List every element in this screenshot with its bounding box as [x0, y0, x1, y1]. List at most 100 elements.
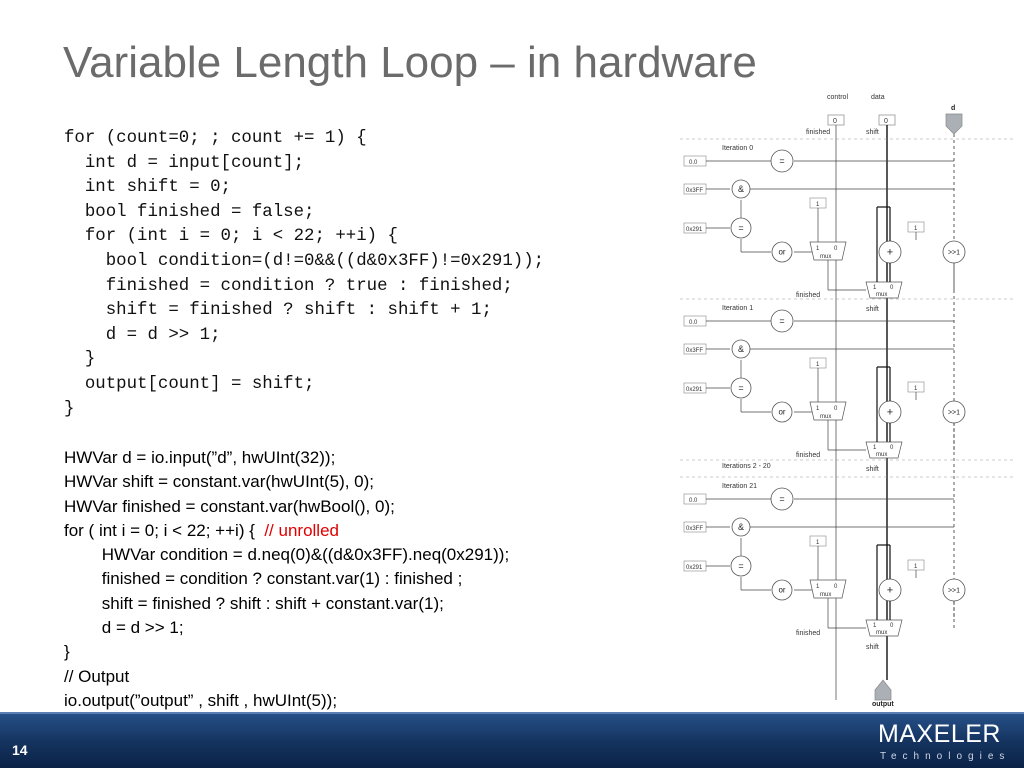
- code-line: bool finished = false;: [64, 202, 315, 222]
- control-mux: [809, 579, 847, 599]
- eq-operator-1-symbol: =: [779, 156, 784, 166]
- mux-label: mux: [876, 452, 887, 458]
- init-shift-value: 0: [884, 118, 888, 125]
- hw-code-line: HWVar condition = d.neq(0)&((d&0x3FF).ne…: [64, 545, 510, 565]
- eq-operator-2: [730, 217, 752, 239]
- and-operator: [731, 517, 751, 537]
- col-data-label: data: [871, 94, 885, 101]
- init-finished-value: 0: [833, 118, 837, 125]
- mux-zero-label: 0: [834, 406, 838, 412]
- control-mux: [809, 401, 847, 421]
- mux-zero-label: 0: [834, 584, 838, 590]
- const-zero-value: 0.0: [689, 498, 698, 504]
- mux-zero-label: 0: [834, 246, 838, 252]
- and-operator-symbol: &: [738, 344, 744, 354]
- hw-code-line: finished = condition ? constant.var(1) :…: [64, 569, 463, 589]
- mux-label: mux: [820, 254, 831, 260]
- and-operator-symbol: &: [738, 184, 744, 194]
- code-line: }: [64, 350, 96, 370]
- col-control-label: control: [827, 94, 848, 101]
- and-operator: [731, 339, 751, 359]
- const-one-value: 1: [914, 386, 918, 392]
- eq-operator-2-symbol: =: [738, 223, 743, 233]
- eq-operator-2-symbol: =: [738, 561, 743, 571]
- eq-operator-1: [770, 309, 794, 333]
- c-code-block: for (count=0; ; count += 1) { int d = in…: [64, 127, 544, 422]
- iteration-title: Iteration 1: [722, 305, 753, 312]
- finished-label: finished: [796, 292, 820, 299]
- add-operator-symbol: +: [887, 247, 893, 259]
- eq-operator-1-symbol: =: [779, 494, 784, 504]
- shift-right-operator-symbol: >>1: [948, 249, 960, 256]
- or-operator-symbol: or: [778, 586, 785, 595]
- mux-one-label: 1: [873, 623, 877, 629]
- or-operator-symbol: or: [778, 248, 785, 257]
- const-mask-value: 0x3FF: [686, 348, 703, 354]
- code-line: finished = condition ? true : finished;: [64, 276, 513, 296]
- mux-label: mux: [820, 414, 831, 420]
- mux-zero-label: 0: [890, 445, 894, 451]
- hw-code-block: HWVar d = io.input(”d”, hwUInt(32)); HWV…: [64, 446, 509, 713]
- page-number: 14: [12, 742, 28, 758]
- or-operator-symbol: or: [778, 408, 785, 417]
- const-zero-value: 0.0: [689, 160, 698, 166]
- code-line: int shift = 0;: [64, 178, 231, 198]
- shift-label: shift: [866, 644, 879, 651]
- hw-code-line: shift = finished ? shift : shift + const…: [64, 593, 444, 613]
- eq-operator-2-symbol: =: [738, 383, 743, 393]
- mux-label: mux: [876, 292, 887, 298]
- const-pattern-value: 0x291: [686, 387, 703, 393]
- eq-operator-1: [770, 149, 794, 173]
- init-shift-label: shift: [866, 129, 879, 136]
- mux-zero-label: 0: [890, 623, 894, 629]
- code-line: shift = finished ? shift : shift + 1;: [64, 301, 492, 321]
- mux-one-label: 1: [816, 406, 820, 412]
- code-line: output[count] = shift;: [64, 374, 315, 394]
- const-pattern-value: 0x291: [686, 565, 703, 571]
- mux-one-label: 1: [873, 285, 877, 291]
- shift-label: shift: [866, 306, 879, 313]
- hw-code-line: for ( int i = 0; i < 22; ++i) {: [64, 520, 265, 540]
- const-pattern-value: 0x291: [686, 227, 703, 233]
- code-line: d = d >> 1;: [64, 325, 221, 345]
- output-port: [874, 679, 892, 701]
- unrolled-comment: // unrolled: [264, 520, 339, 540]
- hw-code-line: }: [64, 642, 70, 662]
- hw-code-line: // Output: [64, 666, 130, 686]
- or-operator: [771, 401, 793, 423]
- hw-code-line: HWVar finished = constant.var(hwBool(), …: [64, 496, 395, 516]
- code-line: int d = input[count];: [64, 153, 305, 173]
- const-zero-value: 0.0: [689, 320, 698, 326]
- and-operator: [731, 179, 751, 199]
- maxeler-logo-subtext: Technologies: [880, 751, 1011, 762]
- shift-label: shift: [866, 466, 879, 473]
- hardware-dataflow-diagram: control data d 0 finished 0 shift Iterat…: [680, 94, 1016, 708]
- slide-title: Variable Length Loop – in hardware: [63, 38, 757, 87]
- hw-code-line: HWVar shift = constant.var(hwUInt(5), 0)…: [64, 472, 375, 492]
- maxeler-logo: MAXELER: [878, 720, 1001, 748]
- const-one-value: 1: [914, 226, 918, 232]
- iteration-title: Iteration 21: [722, 483, 757, 490]
- finished-label: finished: [796, 452, 820, 459]
- or-operator: [771, 579, 793, 601]
- shift-right-operator-symbol: >>1: [948, 409, 960, 416]
- mux-label: mux: [876, 630, 887, 636]
- mux-label: mux: [820, 592, 831, 598]
- code-line: for (int i = 0; i < 22; ++i) {: [64, 227, 398, 247]
- const-one-value: 1: [816, 362, 820, 368]
- hw-code-line: d = d >> 1;: [64, 618, 184, 638]
- mux-one-label: 1: [816, 584, 820, 590]
- iteration-group-label: Iterations 2 - 20: [722, 463, 771, 470]
- eq-operator-2: [730, 555, 752, 577]
- input-d-port: [945, 113, 963, 135]
- code-line: for (count=0; ; count += 1) {: [64, 129, 367, 148]
- add-operator-symbol: +: [887, 407, 893, 419]
- hw-code-line: HWVar d = io.input(”d”, hwUInt(32));: [64, 448, 336, 467]
- code-line: }: [64, 399, 75, 419]
- code-line: bool condition=(d!=0&&((d&0x3FF)!=0x291)…: [64, 251, 545, 271]
- const-mask-value: 0x3FF: [686, 188, 703, 194]
- mux-one-label: 1: [816, 246, 820, 252]
- const-one-value: 1: [914, 564, 918, 570]
- const-one-value: 1: [816, 202, 820, 208]
